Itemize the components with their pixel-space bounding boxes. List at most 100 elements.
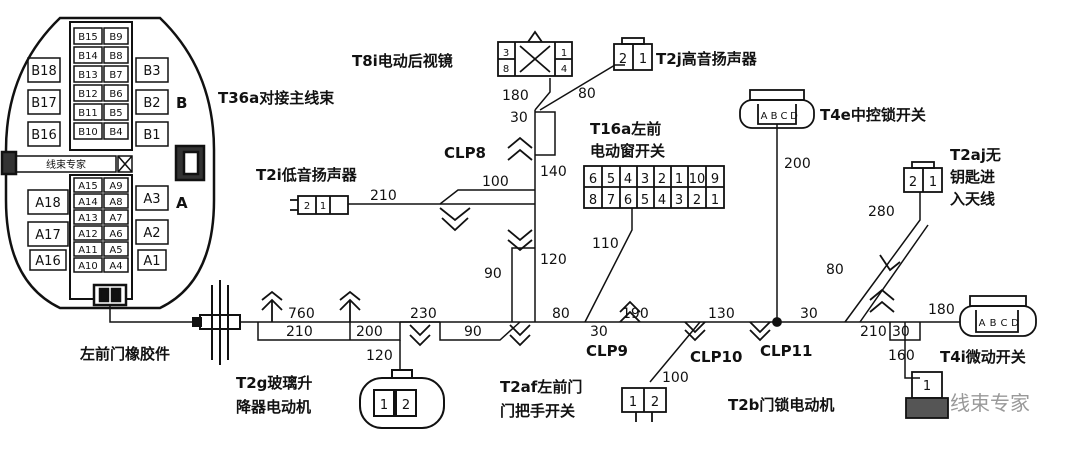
pin-a2: A2	[143, 226, 160, 241]
pin-a16: A16	[35, 254, 60, 269]
t16a-r1-1: 6	[589, 172, 597, 187]
len-80-t2j: 80	[578, 86, 596, 102]
pin-b4: B4	[109, 127, 122, 138]
pin-a17: A17	[35, 228, 60, 243]
clip-shape-8	[619, 300, 641, 323]
pin-a1: A1	[143, 254, 160, 269]
t16a-row1: 6 5 4 3 2 1 10 9	[589, 172, 719, 187]
t16a-r1-4: 3	[641, 172, 649, 187]
len-90-bottom: 90	[464, 324, 482, 340]
pin-b10: B10	[78, 127, 98, 138]
t2j-label: T2j高音扬声器	[656, 50, 758, 68]
splice-point	[772, 317, 782, 327]
t16a-r1-8: 9	[711, 172, 719, 187]
t2aj-pin-2: 2	[909, 175, 917, 190]
pin-b14: B14	[78, 51, 98, 62]
pin-a10: A10	[78, 261, 98, 272]
t2g-label-line1: T2g玻璃升	[236, 374, 312, 392]
clip-shape-3	[409, 324, 431, 347]
len-80-diag: 80	[826, 262, 844, 278]
clip-shape-4	[439, 207, 471, 232]
pin-a5: A5	[109, 245, 122, 256]
t16a-r1-3: 4	[624, 172, 632, 187]
t8i-pin-4: 4	[561, 64, 567, 75]
grommet	[192, 280, 241, 365]
t8i-label: T8i电动后视镜	[352, 52, 453, 70]
t2aj-label-line1: T2aj无	[950, 146, 1001, 164]
t8i-pin-3: 3	[503, 48, 509, 59]
connector-t2g	[359, 369, 445, 429]
t2i-pin-1: 1	[320, 201, 326, 212]
connector-t4i	[959, 295, 1037, 337]
t16a-r2-7: 2	[693, 193, 701, 208]
len-180-right: 180	[928, 302, 955, 318]
clip-shape-9	[684, 321, 706, 342]
pin-b12: B12	[78, 89, 98, 100]
pin-a14: A14	[78, 197, 98, 208]
pin-a3: A3	[143, 192, 160, 207]
connector-t36a	[0, 16, 216, 310]
pin-a11: A11	[78, 245, 98, 256]
t2af-pin-1: 1	[629, 395, 637, 410]
connector-t2af	[621, 387, 667, 422]
len-30-clp9: 30	[590, 324, 608, 340]
len-230: 230	[410, 306, 437, 322]
pin-a6: A6	[109, 229, 122, 240]
t2i-label: T2i低音扬声器	[256, 166, 358, 184]
pin-b5: B5	[109, 108, 122, 119]
t4e-pin-a: A	[761, 111, 768, 122]
t36a-b-block	[27, 27, 169, 147]
t2g-pin-2: 2	[402, 398, 410, 413]
pin-b17: B17	[31, 96, 56, 111]
len-760: 760	[288, 306, 315, 322]
t36a-a-block	[27, 177, 169, 273]
t16a-r2-8: 1	[711, 193, 719, 208]
clips	[261, 136, 901, 347]
pin-b8: B8	[109, 51, 122, 62]
pin-a8: A8	[109, 197, 122, 208]
len-120-v: 120	[540, 252, 567, 268]
pin-b18: B18	[31, 64, 56, 79]
len-120-t2g: 120	[366, 348, 393, 364]
t2af-pin-2: 2	[651, 395, 659, 410]
t2af-label-line2: 门把手开关	[500, 402, 575, 420]
len-200-t4e: 200	[784, 156, 811, 172]
t4i-pin-c: C	[1001, 318, 1008, 329]
t16a-r2-6: 3	[675, 193, 683, 208]
clip-label-clp11: CLP11	[760, 342, 812, 360]
clip-label-clp10: CLP10	[690, 348, 742, 366]
t16a-r2-3: 6	[624, 193, 632, 208]
clip-label-clp9: CLP9	[586, 342, 628, 360]
pin-b6: B6	[109, 89, 122, 100]
length-labels: 180 80 30 140 100 210 90 120 110 200 280…	[286, 86, 955, 386]
t2b-pin-1: 1	[923, 379, 931, 394]
t4e-pin-b: B	[771, 111, 778, 122]
clip-shape-10	[749, 321, 771, 342]
len-200-bottom: 200	[356, 324, 383, 340]
t16a-r2-5: 4	[658, 193, 666, 208]
pin-a12: A12	[78, 229, 98, 240]
connector-t2i	[290, 195, 349, 215]
t16a-r1-2: 5	[607, 172, 615, 187]
pin-a15: A15	[78, 181, 98, 192]
pin-a9: A9	[109, 181, 122, 192]
pin-a7: A7	[109, 213, 122, 224]
len-210-t2i: 210	[370, 188, 397, 204]
t16a-row2: 8 7 6 5 4 3 2 1	[589, 193, 719, 208]
pin-b9: B9	[109, 32, 122, 43]
pin-b7: B7	[109, 70, 122, 81]
len-100-t2af: 100	[662, 370, 689, 386]
pin-b13: B13	[78, 70, 98, 81]
t36a-label: T36a对接主线束	[218, 89, 335, 107]
t36a-a-labels: A18 A17 A16 A3 A2 A1 A15 A14 A13 A12 A11…	[35, 181, 160, 272]
pin-b16: B16	[31, 128, 56, 143]
len-130: 130	[708, 306, 735, 322]
connector-t4e	[739, 89, 815, 129]
t36a-block-b-label: B	[176, 94, 187, 112]
t4e-pin-c: C	[781, 111, 788, 122]
t2aj-label-line3: 入天线	[950, 190, 995, 208]
t36a-b-labels: B18 B17 B16 B3 B2 B1 B15 B14 B13 B12 B11…	[31, 32, 160, 143]
grommet-label: 左前门橡胶件	[79, 345, 170, 363]
t36a-block-a-label: A	[176, 194, 188, 212]
len-190: 190	[622, 306, 649, 322]
